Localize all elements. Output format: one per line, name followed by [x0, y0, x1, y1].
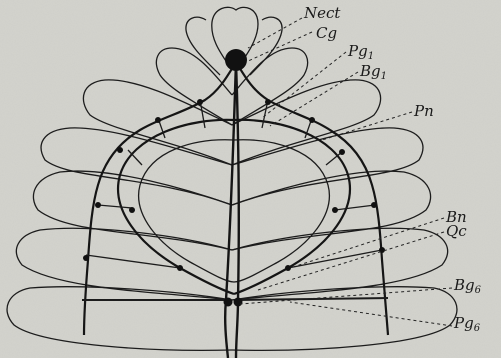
ganglion-2-right — [309, 117, 315, 123]
ganglion-bg6-right — [234, 298, 243, 307]
label-qc: Qc — [446, 222, 467, 240]
label-pn: Pn — [413, 102, 434, 120]
label-bg1-base: Bg — [359, 62, 381, 80]
label-pg6-base: Pg — [453, 314, 474, 332]
ganglion-bn-left — [177, 265, 183, 271]
ganglion-1-left — [197, 99, 203, 105]
ganglion-1-right — [265, 99, 271, 105]
ganglion-3-left — [117, 147, 123, 153]
ganglion-2-left — [155, 117, 161, 123]
ganglion-bn-right — [285, 265, 291, 271]
label-nect: Nect — [303, 4, 341, 22]
ganglion-bg6-left — [224, 298, 233, 307]
label-cg: Cg — [316, 24, 337, 42]
ganglion-4-right — [371, 202, 377, 208]
label-bg6-base: Bg — [453, 276, 475, 294]
ganglion-3-right — [339, 149, 345, 155]
ganglion-4-left — [95, 202, 101, 208]
cerebral-ganglion — [225, 49, 247, 71]
label-pg1-sub: 1 — [368, 51, 374, 62]
label-pg1-base: Pg — [347, 42, 368, 60]
ganglion-ring-left — [129, 207, 135, 213]
label-bg1-sub: 1 — [381, 71, 387, 82]
label-bg6-sub: 6 — [475, 285, 482, 296]
label-pg6-sub: 6 — [474, 323, 481, 334]
ganglion-5-left — [83, 255, 89, 261]
ganglion-ring-right — [332, 207, 338, 213]
